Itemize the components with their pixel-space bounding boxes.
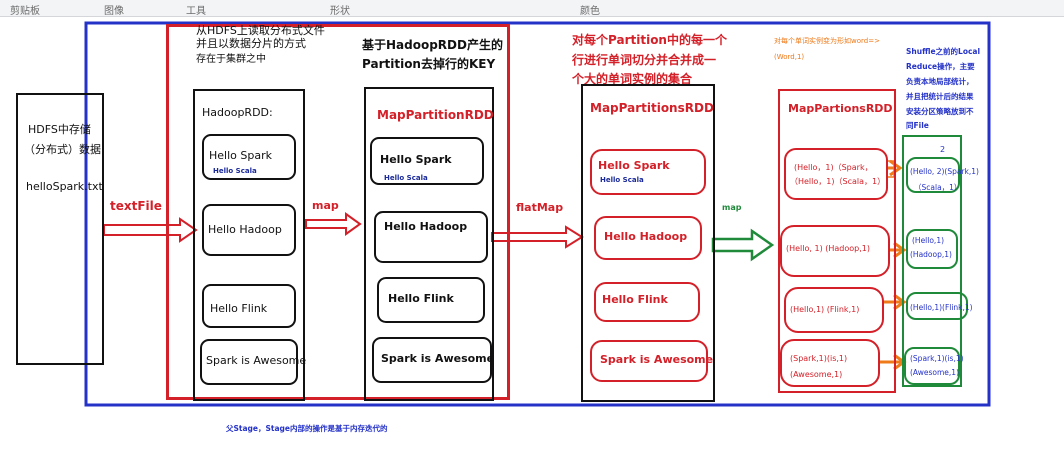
hadooprdd-item-3 bbox=[202, 284, 296, 328]
mappartition-item-4-label: Spark is Awesome bbox=[381, 352, 495, 365]
mappartition-item-2-label: Hello Hadoop bbox=[384, 220, 468, 233]
flat-item-2-label: Hello Hadoop bbox=[604, 230, 688, 243]
map-green-arrow bbox=[711, 228, 775, 262]
mappartition-item-3-label: Hello Flink bbox=[388, 292, 454, 305]
stage1-note-1: 从HDFS上读取分布式文件 bbox=[196, 24, 325, 37]
pairs-item-3-line1: (Hello,1) (Flink,1) bbox=[790, 305, 860, 314]
pairs-item-1-line1: (Hello，1)（Spark， bbox=[794, 163, 873, 172]
ribbon-tab-clipboard[interactable]: 剪贴板 bbox=[10, 6, 40, 17]
shuffle-note-5: 安装分区策略放到不 bbox=[906, 107, 974, 116]
stage1-note-3: 存在于集群之中 bbox=[196, 54, 266, 65]
mappartition-item-1-sub: Hello Scala bbox=[384, 174, 428, 182]
flatmap-arrow bbox=[491, 225, 584, 249]
pairs-rdd-box bbox=[778, 89, 896, 393]
flat-item-1-sub: Hello Scala bbox=[600, 176, 644, 184]
mappartition-item-1-label: Hello Spark bbox=[380, 153, 452, 166]
shuffle-item-1-line1: (Hello, 2)(Spark,1) bbox=[910, 167, 979, 176]
hadooprdd-item-1-sub: Hello Scala bbox=[213, 167, 257, 175]
ribbon-tab-colors[interactable]: 颜色 bbox=[580, 6, 600, 17]
flat-item-3 bbox=[594, 282, 700, 322]
shuffle-mark: 2 bbox=[940, 145, 946, 154]
flat-rdd-title: MapPartitionsRDD bbox=[590, 101, 714, 115]
flat-item-4 bbox=[590, 340, 708, 382]
flat-note-2: 行进行单词切分并合并成一 bbox=[572, 53, 717, 67]
mappartition-item-2 bbox=[374, 211, 488, 263]
pairs-item-4-line1: (Spark,1)(is,1) bbox=[790, 354, 848, 363]
mappartition-heading-2: Partition去掉行的KEY bbox=[362, 57, 496, 71]
shuffle-item-1-line2: （Scala，1） bbox=[914, 183, 962, 192]
map-green-label: map bbox=[722, 203, 742, 212]
stage-caption: 父Stage，Stage内部的操作是基于内存迭代的 bbox=[226, 424, 388, 433]
paint-canvas[interactable]: HDFS中存储 （分布式）数据 helloSpark.txt textFile … bbox=[0, 17, 1064, 460]
hadooprdd-item-1-label: Hello Spark bbox=[209, 149, 272, 162]
flat-item-3-label: Hello Flink bbox=[602, 293, 668, 306]
shuffle-item-3-line1: (Hello,1)(Flink,1) bbox=[910, 303, 973, 312]
shuffle-note-6: 同File bbox=[906, 121, 929, 130]
pairs-item-1 bbox=[784, 148, 888, 200]
pairs-item-4 bbox=[780, 339, 880, 387]
pairs-item-1-line2: （Hello，1)（Scala，1） bbox=[790, 177, 886, 186]
hdfs-label-line1: HDFS中存储 bbox=[28, 123, 91, 136]
hadooprdd-item-1 bbox=[202, 134, 296, 180]
flatmap-label: flatMap bbox=[516, 201, 564, 214]
ribbon-tab-tools[interactable]: 工具 bbox=[186, 6, 206, 17]
pairs-item-3 bbox=[784, 287, 884, 333]
pairs-item-4-line2: (Awesome,1) bbox=[790, 370, 843, 379]
mappartitionrdd-box bbox=[364, 87, 494, 401]
mappartition-item-3 bbox=[377, 277, 485, 323]
mappartition-item-4 bbox=[372, 337, 492, 383]
hdfs-box bbox=[16, 93, 104, 365]
pairs-item-2 bbox=[780, 225, 890, 277]
shuffle-item-4-line2: (Awesome,1) bbox=[910, 368, 959, 377]
stage1-note-2: 并且以数据分片的方式 bbox=[196, 37, 306, 50]
hadooprdd-item-4-label: Spark is Awesome bbox=[206, 354, 307, 367]
hadooprdd-item-2 bbox=[202, 204, 296, 256]
textfile-label: textFile bbox=[110, 199, 162, 213]
mappartitionrdd-title: MapPartitionRDD bbox=[377, 108, 494, 122]
hadooprdd-item-4 bbox=[200, 339, 298, 385]
hadooprdd-item-2-label: Hello Hadoop bbox=[208, 223, 282, 236]
pairs-rdd-title: MapPartionsRDD bbox=[788, 102, 893, 115]
hadooprdd-item-3-label: Hello Flink bbox=[210, 302, 268, 315]
shuffle-item-3 bbox=[906, 292, 968, 320]
hadooprdd-title: HadoopRDD: bbox=[202, 106, 273, 119]
flat-rdd-box bbox=[581, 84, 715, 402]
stage-frame bbox=[84, 21, 991, 407]
shuffle-item-4 bbox=[904, 347, 960, 385]
pairs-note-2: (Word,1) bbox=[774, 53, 805, 61]
hadooprdd-box bbox=[193, 89, 305, 401]
flat-note-1: 对每个Partition中的每一个 bbox=[572, 33, 727, 47]
shuffle-note-1: Shuffle之前的Local bbox=[906, 47, 981, 56]
pairs-note-1: 对每个单词实例变为形如word=> bbox=[774, 37, 880, 45]
mappartition-heading-1: 基于HadoopRDD产生的 bbox=[362, 38, 503, 52]
shuffle-item-2-line1: (Hello,1) bbox=[912, 236, 945, 245]
flat-item-1 bbox=[590, 149, 706, 195]
shuffle-item-2-line2: (Hadoop,1) bbox=[910, 250, 952, 259]
shuffle-item-1 bbox=[906, 157, 960, 193]
stage1-box bbox=[166, 24, 510, 400]
flat-item-2 bbox=[594, 216, 702, 260]
pairs-item-2-line1: (Hello, 1) (Hadoop,1) bbox=[786, 244, 870, 253]
ribbon-tab-image[interactable]: 图像 bbox=[104, 6, 124, 17]
shuffle-note-2: Reduce操作，主要 bbox=[906, 62, 975, 71]
shuffle-box bbox=[902, 135, 962, 387]
shuffle-note-4: 并且把统计后的结果 bbox=[906, 92, 974, 101]
ribbon-bar: 剪贴板 图像 工具 形状 颜色 bbox=[0, 0, 1064, 17]
shuffle-note-3: 负责本地局部统计， bbox=[906, 77, 974, 86]
flat-note-3: 个大的单词实例的集合 bbox=[572, 72, 693, 86]
shuffle-item-4-line1: (Spark,1)(is,1) bbox=[910, 354, 964, 363]
shuffle-item-2 bbox=[906, 229, 958, 269]
hdfs-file-name: helloSpark.txt bbox=[26, 180, 103, 193]
textfile-arrow bbox=[103, 217, 198, 243]
mappartition-item-1 bbox=[370, 137, 484, 185]
map-label: map bbox=[312, 199, 339, 212]
hdfs-label-line2: （分布式）数据 bbox=[24, 143, 101, 156]
flat-item-4-label: Spark is Awesome bbox=[600, 353, 714, 366]
ribbon-tab-shapes[interactable]: 形状 bbox=[330, 6, 350, 17]
map-arrow bbox=[305, 212, 362, 236]
flat-item-1-label: Hello Spark bbox=[598, 159, 670, 172]
